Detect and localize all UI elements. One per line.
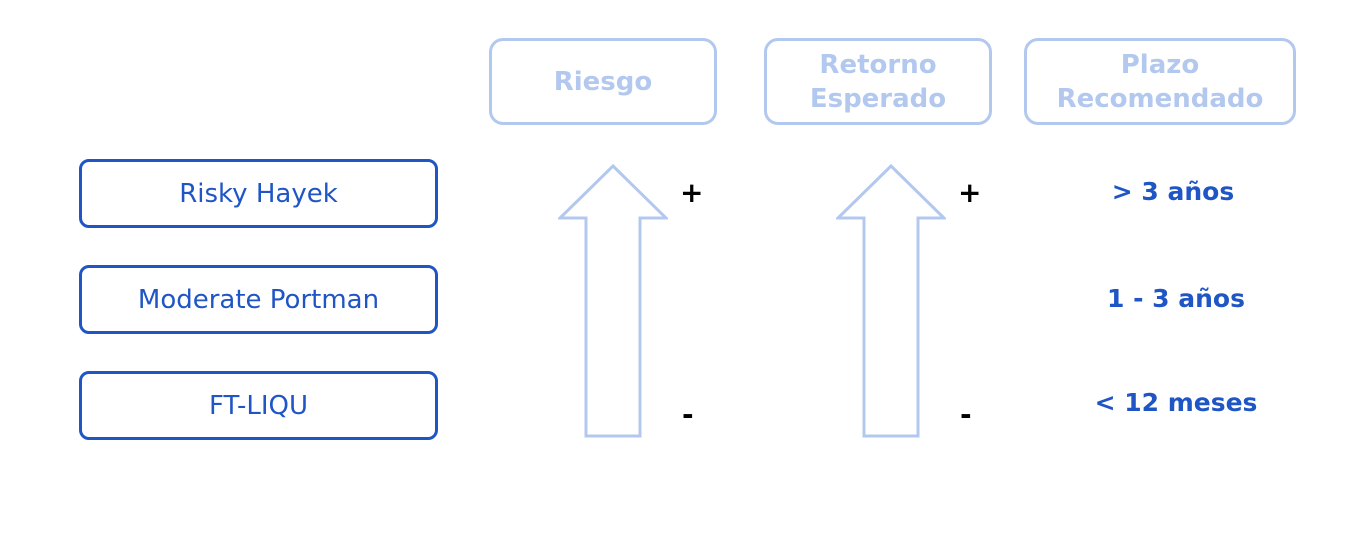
return-minus-sign: -: [960, 398, 972, 431]
risk-minus-sign: -: [682, 398, 694, 431]
risk-up-arrow-icon: [558, 164, 668, 438]
return-header: Retorno Esperado: [764, 38, 992, 125]
risk-header-label: Riesgo: [553, 66, 653, 97]
fund-box-ft-liqu: FT-LIQU: [79, 371, 438, 440]
fund-label: FT-LIQU: [208, 390, 309, 421]
return-header-label-line1: Retorno: [819, 49, 937, 80]
term-long: > 3 años: [1111, 177, 1235, 206]
risk-plus-sign: +: [680, 176, 704, 209]
risk-header: Riesgo: [489, 38, 717, 125]
term-header-label-line1: Plazo: [1120, 49, 1200, 80]
fund-label: Moderate Portman: [137, 284, 380, 315]
term-header-label-line2: Recomendado: [1056, 83, 1264, 114]
term-medium: 1 - 3 años: [1106, 284, 1245, 313]
term-header: Plazo Recomendado: [1024, 38, 1296, 125]
fund-box-moderate-portman: Moderate Portman: [79, 265, 438, 334]
term-short: < 12 meses: [1094, 388, 1258, 417]
return-plus-sign: +: [958, 176, 982, 209]
fund-box-risky-hayek: Risky Hayek: [79, 159, 438, 228]
return-up-arrow-icon: [836, 164, 946, 438]
return-header-label-line2: Esperado: [809, 83, 947, 114]
fund-label: Risky Hayek: [179, 178, 338, 209]
